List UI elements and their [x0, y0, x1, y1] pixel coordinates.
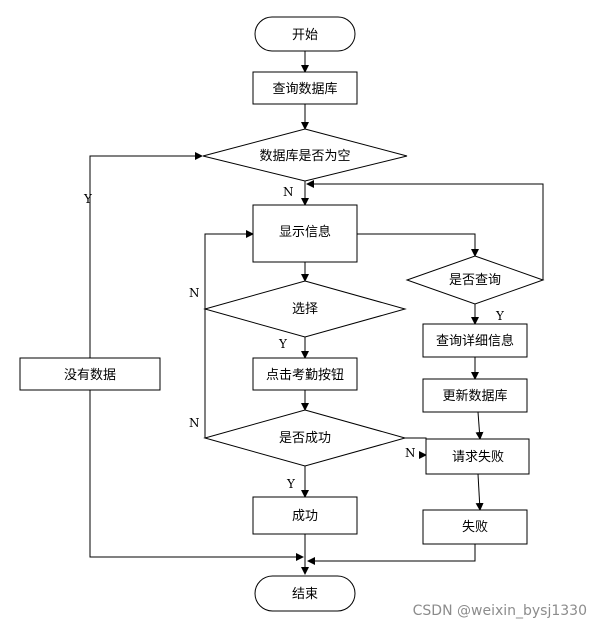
- label-query-detail: 查询详细信息: [436, 333, 514, 349]
- edge-label-is-success-no-right: N: [405, 446, 416, 460]
- edge-label-select-yes: Y: [278, 337, 288, 351]
- edge-show-to-isquery: [357, 233, 479, 257]
- node-show-info: [252, 204, 358, 263]
- node-fail: [422, 509, 528, 545]
- node-query-db: [252, 71, 358, 105]
- node-select-decision: [203, 280, 407, 338]
- watermark: CSDN @weixin_bysj1330: [412, 603, 587, 619]
- node-request-fail: [425, 438, 530, 475]
- node-start: [254, 16, 356, 52]
- node-click-attendance: [252, 357, 358, 391]
- label-no-data: 没有数据: [64, 368, 116, 383]
- edges: [89, 51, 544, 575]
- label-is-success: 是否成功: [279, 431, 331, 446]
- label-click-attendance: 点击考勤按钮: [266, 368, 344, 383]
- edge-labels: Y N N Y Y N N Y: [83, 185, 505, 491]
- edge-label-is-success-yes: Y: [286, 477, 296, 491]
- label-success: 成功: [292, 509, 318, 524]
- label-fail: 失败: [462, 520, 488, 535]
- label-db-empty: 数据库是否为空: [259, 148, 350, 164]
- edge-fail-to-end: [307, 544, 476, 565]
- edge-isquery-loop: [306, 180, 544, 280]
- nodes: [19, 16, 545, 612]
- node-is-query-decision: [405, 255, 545, 305]
- node-query-detail: [422, 323, 528, 358]
- label-show-info: 显示信息: [279, 224, 331, 240]
- edge-label-db-empty-no: N: [283, 185, 294, 199]
- label-update-db: 更新数据库: [442, 388, 507, 404]
- edge-label-is-success-no-left: N: [189, 416, 200, 430]
- node-success: [252, 496, 358, 535]
- node-labels: 开始 查询数据库 数据库是否为空 显示信息 是否查询 选择 没有数据 点击考勤按…: [64, 28, 514, 602]
- edge-label-db-empty-yes: Y: [83, 192, 93, 206]
- node-no-data: [19, 357, 161, 391]
- edge-nodata-up: [89, 152, 203, 358]
- label-is-query: 是否查询: [449, 273, 501, 288]
- edge-label-is-query-yes: Y: [495, 309, 505, 323]
- node-end: [254, 575, 356, 612]
- label-select: 选择: [292, 302, 318, 317]
- node-update-db: [422, 378, 528, 413]
- edge-label-select-no: N: [189, 286, 200, 300]
- edge-update-to-request: [475, 411, 484, 440]
- label-request-fail: 请求失败: [452, 450, 504, 465]
- node-is-success-decision: [203, 409, 407, 467]
- label-end: 结束: [292, 587, 318, 602]
- edge-nodata-down: [89, 390, 304, 561]
- label-query-db: 查询数据库: [272, 81, 337, 97]
- label-start: 开始: [292, 28, 318, 43]
- node-db-empty-decision: [202, 128, 408, 182]
- edge-request-to-fail: [475, 473, 484, 511]
